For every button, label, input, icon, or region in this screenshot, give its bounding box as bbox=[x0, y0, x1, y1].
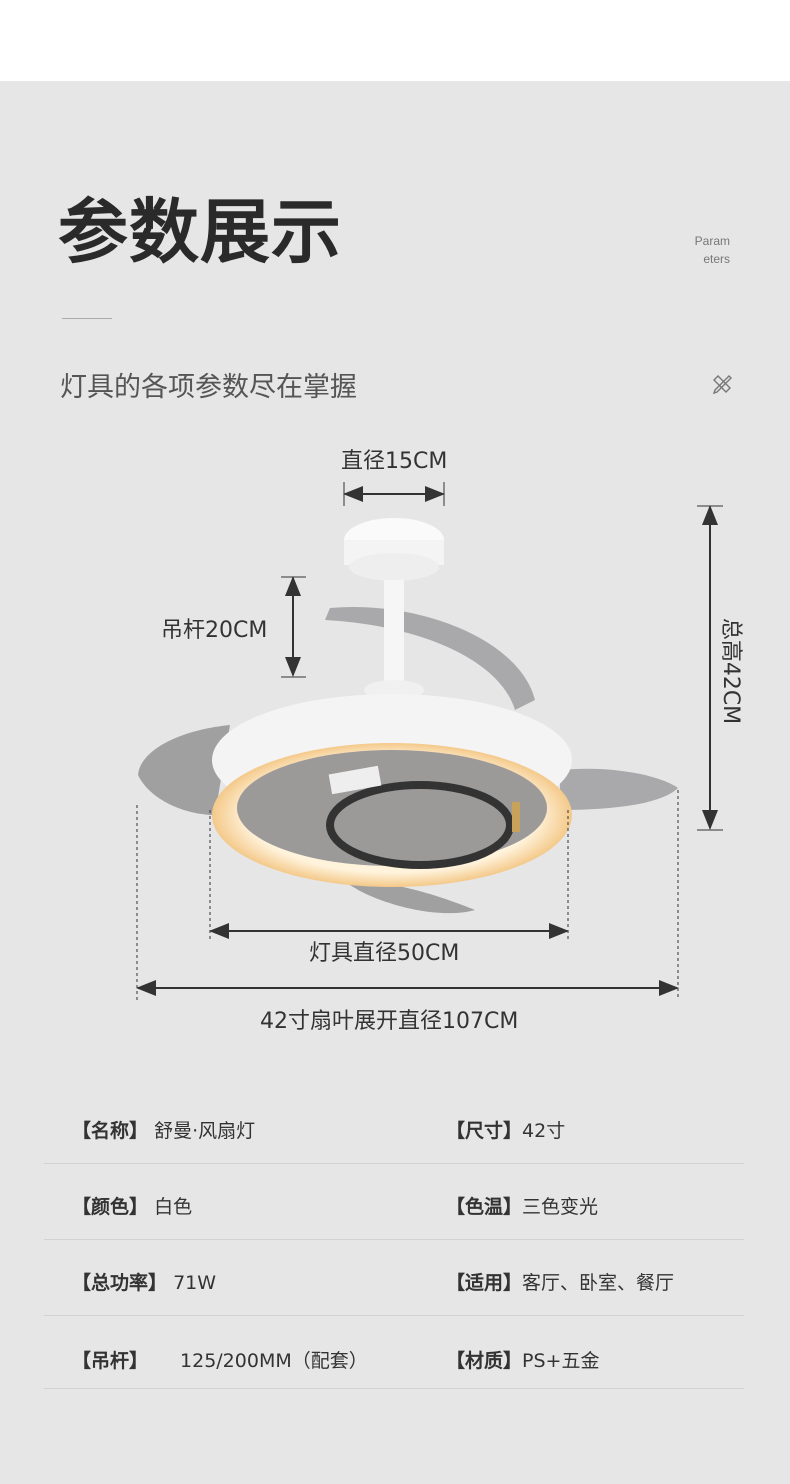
page-title: 参数展示 bbox=[58, 191, 342, 273]
english-caption: Param eters bbox=[670, 232, 730, 268]
fan-diagram bbox=[136, 482, 723, 1000]
spec-value: 71W bbox=[173, 1272, 217, 1294]
spec-label: 【名称】 bbox=[72, 1120, 149, 1142]
spec-label: 【吊杆】 bbox=[72, 1350, 149, 1372]
spec-value: 白色 bbox=[154, 1196, 193, 1218]
ruler-pencil-icon bbox=[712, 375, 732, 395]
spec-label: 【颜色】 bbox=[72, 1196, 149, 1218]
spec-label: 【色温】 bbox=[446, 1196, 523, 1218]
total-height-label: 总高42CM bbox=[718, 617, 744, 725]
spec-label: 【总功率】 bbox=[72, 1272, 168, 1294]
spec-row: 【颜色】 白色 【色温】三色变光 bbox=[44, 1164, 744, 1240]
spec-row: 【总功率】 71W 【适用】客厅、卧室、餐厅 bbox=[44, 1240, 744, 1316]
spec-label: 【尺寸】 bbox=[446, 1120, 523, 1142]
caption-line-1: Param bbox=[694, 234, 730, 248]
spec-row: 【名称】 舒曼·风扇灯 【尺寸】42寸 bbox=[44, 1088, 744, 1164]
spec-row: 【吊杆】 125/200MM（配套） 【材质】PS+五金 bbox=[44, 1316, 744, 1389]
spec-value: 125/200MM（配套） bbox=[180, 1350, 368, 1372]
spec-label: 【适用】 bbox=[446, 1272, 523, 1294]
caption-line-2: eters bbox=[703, 252, 730, 266]
blade-diameter-label: 42寸扇叶展开直径107CM bbox=[260, 1009, 519, 1034]
fan-illustration bbox=[138, 518, 678, 914]
lamp-diameter-label: 灯具直径50CM bbox=[309, 941, 460, 966]
top-diameter-label: 直径15CM bbox=[341, 449, 448, 474]
spec-value: 客厅、卧室、餐厅 bbox=[522, 1272, 675, 1294]
spec-value: 42寸 bbox=[522, 1120, 566, 1142]
spec-value: 舒曼·风扇灯 bbox=[154, 1120, 256, 1142]
divider bbox=[62, 318, 112, 319]
rod-length-label: 吊杆20CM bbox=[161, 618, 268, 643]
spec-label: 【材质】 bbox=[446, 1350, 523, 1372]
spec-value: PS+五金 bbox=[522, 1350, 600, 1372]
spec-value: 三色变光 bbox=[522, 1196, 599, 1218]
subtitle: 灯具的各项参数尽在掌握 bbox=[60, 372, 357, 403]
